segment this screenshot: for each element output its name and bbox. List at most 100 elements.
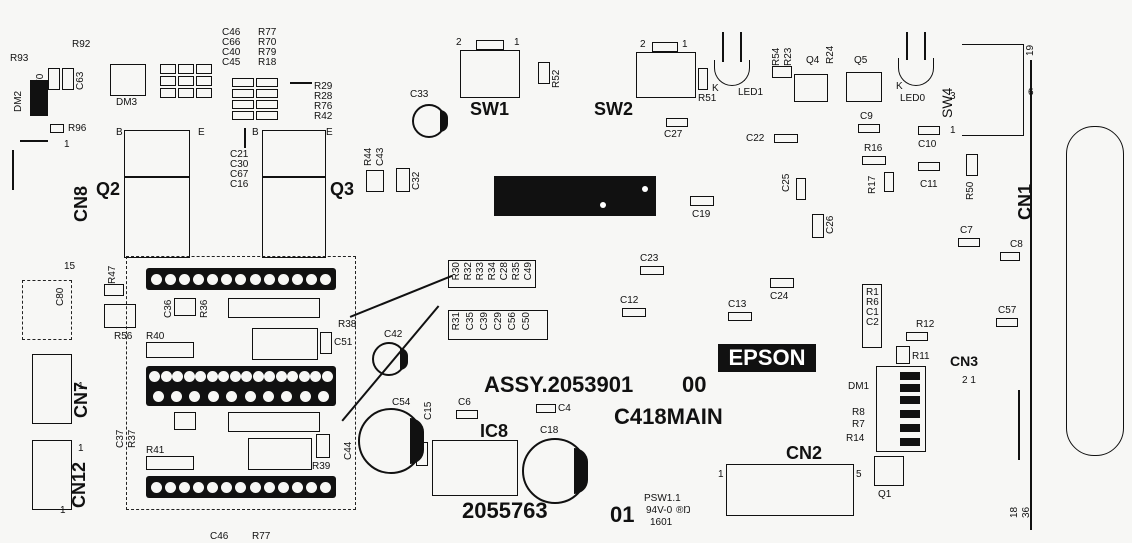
component-c9 (858, 124, 880, 133)
label-r32: R32 (463, 262, 474, 281)
label-c13: C13 (728, 299, 747, 310)
component-r11 (896, 346, 910, 364)
date-code: 1601 (650, 517, 673, 528)
label-c49: C49 (523, 262, 534, 281)
transistor-q4 (794, 74, 828, 102)
r7-pad (900, 424, 920, 432)
label-stack-lower-box (448, 310, 548, 340)
sw1-actuator (476, 40, 504, 50)
label-c46-bottom: C46 (210, 531, 229, 542)
pointer-line (290, 82, 312, 84)
transistor-q3 (262, 130, 326, 258)
label-c22: C22 (746, 133, 765, 144)
part-revision: 01 (610, 502, 635, 527)
label-c28: C28 (499, 262, 510, 281)
label-c50: C50 (521, 312, 532, 331)
label-r51: R51 (698, 93, 717, 104)
label-c39: C39 (479, 312, 490, 331)
label-c63: C63 (75, 71, 86, 90)
label-r24: R24 (825, 45, 836, 64)
label-r40: R40 (146, 331, 165, 342)
label-c19: C19 (692, 209, 711, 220)
label-stack-c21: C21 C30 C67 C16 (230, 150, 248, 190)
label-led1: LED1 (738, 87, 764, 98)
label-c42: C42 (384, 329, 403, 340)
component-c19 (690, 196, 714, 206)
label-c44: C44 (343, 441, 354, 460)
label-c40: C40 (222, 47, 241, 58)
label-r41: R41 (146, 445, 165, 456)
component-dm3 (110, 64, 146, 96)
c18-polarity (574, 448, 588, 494)
connector-cn80 (22, 280, 72, 340)
component-r1-stack (862, 284, 882, 348)
ic-pin1-mark (600, 202, 606, 208)
label-c51: C51 (334, 337, 353, 348)
component-c7 (958, 238, 980, 247)
component-r51 (698, 68, 708, 90)
rating-label: 94V-0 (646, 505, 673, 516)
label-c35: C35 (465, 312, 476, 331)
label-r11: R11 (912, 351, 930, 362)
component-c4 (536, 404, 556, 413)
label-c16: C16 (230, 179, 249, 190)
label-b1: B (116, 127, 123, 138)
component-r16 (862, 156, 886, 165)
label-r44: R44 (363, 147, 374, 166)
ul-mark: ®Ŋ (676, 505, 691, 516)
label-stack-r29: R29 R28 R76 R42 (314, 82, 332, 122)
component-r50 (966, 154, 978, 176)
label-r31: R31 (451, 312, 462, 331)
label-r12: R12 (916, 319, 935, 330)
label-r54: R54 (771, 47, 782, 66)
r14-pad (900, 438, 920, 446)
component-c63 (62, 68, 74, 90)
pin-row-1 (146, 268, 336, 290)
label-r17: R17 (867, 175, 878, 194)
label-e1: E (198, 127, 205, 138)
component-c23 (640, 266, 664, 275)
label-q1: Q1 (878, 489, 892, 500)
label-sw1: SW1 (470, 99, 510, 119)
label-sw4: SW4 (939, 87, 955, 118)
label-r77-bottom: R77 (252, 531, 271, 542)
component-c25 (796, 178, 806, 200)
label-1c: 1 (682, 39, 688, 50)
label-cn12: CN12 (69, 461, 89, 508)
label-19: 19 (1025, 44, 1036, 56)
label-cn1: CN1 (1015, 183, 1035, 220)
label-c32: C32 (411, 171, 422, 190)
label-1a: 1 (64, 139, 70, 150)
label-c10: C10 (918, 139, 937, 150)
ic-pin1-mark (642, 186, 648, 192)
component-r17 (884, 172, 894, 192)
pin-row-3 (146, 476, 336, 498)
label-r8: R8 (852, 407, 865, 418)
sw2-actuator (652, 42, 678, 52)
label-c30: C30 (230, 159, 249, 170)
label-r18: R18 (258, 57, 277, 68)
label-r30: R30 (451, 262, 462, 281)
component-c13 (728, 312, 752, 321)
label-c29: C29 (493, 312, 504, 331)
led1 (714, 60, 750, 86)
label-1f: 1 (78, 443, 84, 454)
label-c26: C26 (825, 215, 836, 234)
label-r92: R92 (72, 39, 91, 50)
label-c46: C46 (222, 27, 241, 38)
label-c2: C2 (866, 317, 879, 328)
psw-label: PSW1.1 (644, 493, 681, 504)
label-r52: R52 (551, 69, 562, 88)
c54-polarity (410, 418, 424, 464)
connector-cn2 (726, 464, 854, 516)
label-r50: R50 (965, 181, 976, 200)
label-c15: C15 (423, 401, 434, 420)
label-r29: R29 (314, 81, 333, 92)
label-1g: 1 (60, 505, 66, 516)
component-c22 (774, 134, 798, 143)
label-c7: C7 (960, 225, 973, 236)
label-3: 3 (950, 91, 956, 102)
assembly-revision: 00 (682, 372, 707, 397)
